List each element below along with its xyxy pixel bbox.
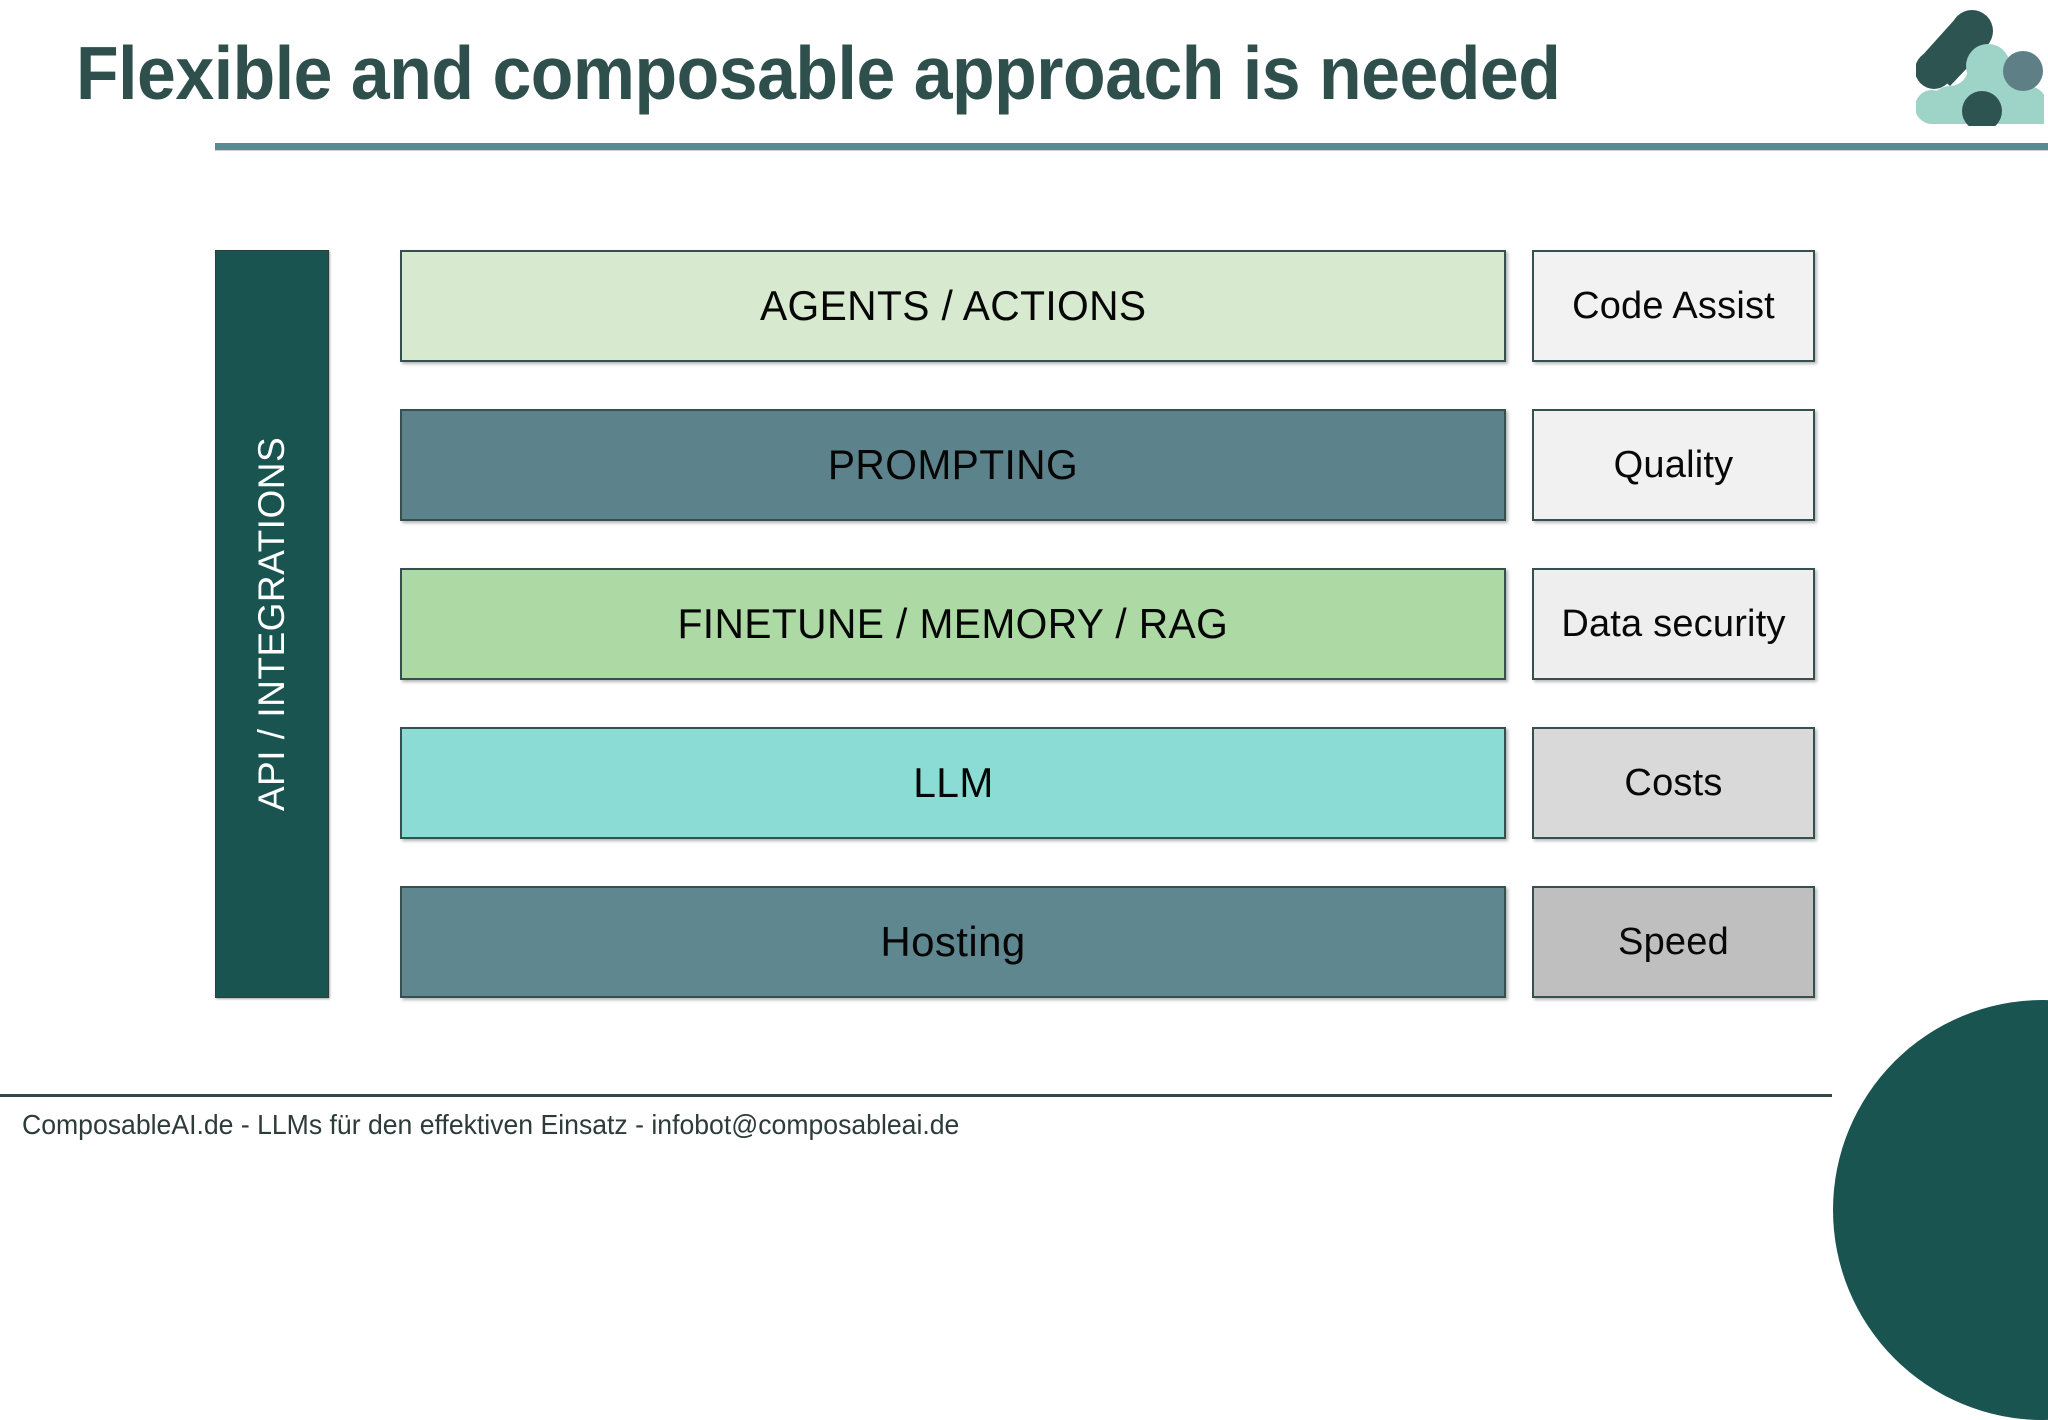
attribute-box[interactable]: Quality [1532,409,1815,521]
attribute-label: Code Assist [1572,284,1775,327]
logo-node-slate-icon [2003,51,2043,91]
page-title: Flexible and composable approach is need… [76,31,1561,115]
logo-arch-light-icon [1915,44,2047,124]
attribute-box[interactable]: Data security [1532,568,1815,680]
footer-text: ComposableAI.de - LLMs für den effektive… [22,1109,960,1140]
layer-row[interactable]: FINETUNE / MEMORY / RAG [400,568,1506,680]
layer-label: PROMPTING [827,441,1079,488]
attribute-label: Quality [1613,443,1734,486]
attribute-box[interactable]: Costs [1532,727,1815,839]
api-integrations-bar[interactable]: API / INTEGRATIONS [215,250,329,998]
layer-label: Hosting [880,918,1026,965]
api-integrations-label: API / INTEGRATIONS [251,436,292,812]
layer-label: FINETUNE / MEMORY / RAG [677,600,1229,647]
layer-row[interactable]: AGENTS / ACTIONS [400,250,1506,362]
attribute-box[interactable]: Speed [1532,886,1815,998]
title-underline-rule [215,143,2048,150]
decorative-corner-circle [1833,1000,2048,1420]
logo-dumbbell-dark-icon [1915,10,1993,89]
layer-label: LLM [912,759,994,806]
attribute-label: Costs [1624,761,1723,804]
attribute-stack: Code Assist Quality Data security Costs … [1532,250,1815,998]
attribute-label: Speed [1618,920,1729,963]
attribute-box[interactable]: Code Assist [1532,250,1815,362]
logo-node-dark-icon [1962,91,2002,131]
layer-row[interactable]: PROMPTING [400,409,1506,521]
attribute-label: Data security [1561,602,1786,645]
layer-label: AGENTS / ACTIONS [759,282,1147,329]
layer-stack: AGENTS / ACTIONS PROMPTING FINETUNE / ME… [400,250,1506,998]
layer-row[interactable]: LLM [400,727,1506,839]
composableai-logo [1915,8,2047,131]
footer-divider [0,1094,1832,1097]
layer-row[interactable]: Hosting [400,886,1506,998]
